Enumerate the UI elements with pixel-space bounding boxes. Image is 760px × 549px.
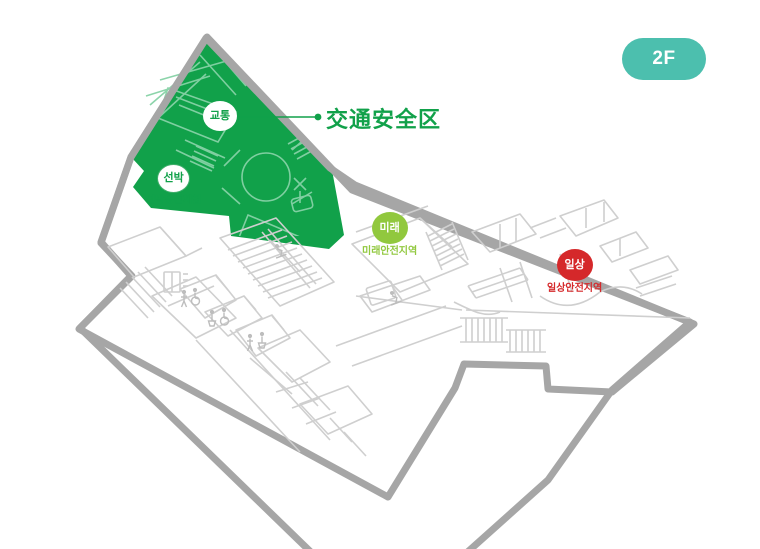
marker-daily[interactable]: 일상 일상안전지역 xyxy=(547,249,602,294)
callout-leader-line xyxy=(236,113,322,121)
marker-traffic[interactable]: 교통 xyxy=(203,101,237,134)
marker-ship-badge[interactable]: 선박 xyxy=(157,164,191,193)
marker-future-caption: 미래안전지역 xyxy=(362,246,418,257)
marker-traffic-badge[interactable]: 교통 xyxy=(203,101,237,131)
marker-ship[interactable]: 선박 선박승선체험 xyxy=(146,164,201,206)
restroom-male-icon-3 xyxy=(246,333,254,352)
floor-badge-2f[interactable]: 2F xyxy=(622,38,706,80)
marker-future[interactable]: 미래 미래안전지역 xyxy=(362,212,417,257)
marker-ship-caption: 선박승선체험 xyxy=(146,195,202,206)
callout-title-traffic-safety: 交通安全区 xyxy=(326,107,442,132)
marker-daily-badge[interactable]: 일상 xyxy=(556,249,593,281)
escalator-icon xyxy=(275,244,287,259)
building-outline-main xyxy=(75,34,698,501)
restroom-female-icon-3 xyxy=(257,331,267,349)
map-icons xyxy=(180,244,402,352)
marker-future-badge[interactable]: 미래 xyxy=(371,212,408,244)
restroom-accessible-icon xyxy=(190,287,201,306)
restroom-female-icon xyxy=(207,309,217,327)
interior-partitions xyxy=(107,199,691,457)
marker-daily-caption: 일상안전지역 xyxy=(547,283,603,294)
restroom-accessible-icon-2 xyxy=(219,307,230,326)
escalator-icon-2 xyxy=(390,291,402,306)
restroom-male-icon xyxy=(180,289,188,308)
